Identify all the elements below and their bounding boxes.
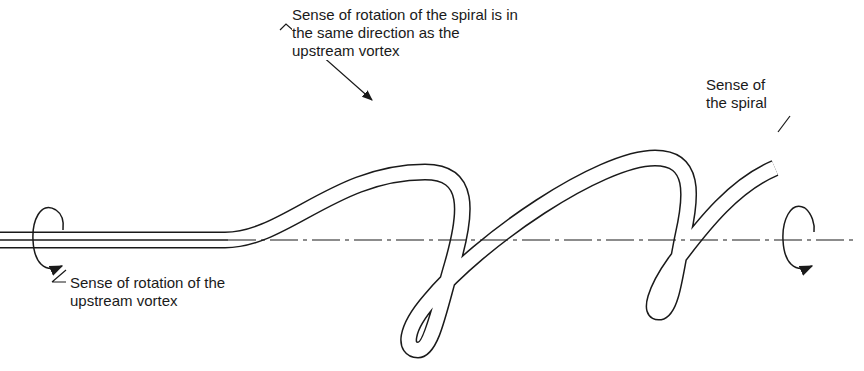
rotation-arrow: [783, 206, 812, 268]
vortex-tube: [0, 158, 775, 350]
annotation-label: Sense of rotation of the spiral is in th…: [292, 6, 524, 60]
leader-line: [52, 270, 66, 282]
axis-centerline: [228, 239, 858, 240]
rotation-arrow-front: [56, 210, 63, 230]
rotation-arrow: [33, 207, 62, 268]
rotation-arrow-front: [805, 208, 814, 232]
annotation-label: Sense of rotation of the upstream vortex: [70, 274, 238, 310]
leader-line: [778, 116, 790, 132]
annotation-label: Sense of the spiral: [706, 76, 786, 112]
axis-line: [0, 239, 228, 241]
